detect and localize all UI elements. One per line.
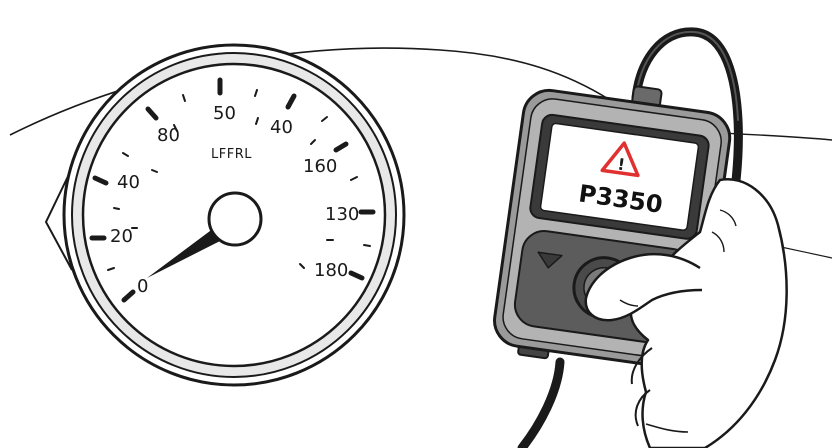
gauge-brand-label: LFFRL (211, 147, 252, 162)
hand-thumb (584, 252, 703, 322)
hand (584, 177, 788, 448)
gauge-label-80: 80 (157, 125, 180, 146)
hand-finger-2 (634, 389, 651, 427)
warning-triangle-icon (600, 141, 640, 178)
gauge-label-180: 180 (314, 260, 348, 281)
scanner-cable-top-highlight (635, 30, 739, 121)
hand-palm (629, 177, 788, 448)
gauge-hub (207, 191, 263, 247)
gauge-needle (147, 228, 222, 278)
gauge-label-40-right: 40 (270, 117, 293, 138)
gauge-major-ticks (89, 77, 376, 303)
speedometer: 0 20 40 80 50 40 160 130 180 LFFRL (62, 43, 406, 387)
gauge-minor-ticks (107, 89, 371, 271)
hand-knuckle-lines (619, 209, 737, 307)
gauge-label-20: 20 (110, 226, 133, 247)
gauge-label-130: 130 (325, 204, 359, 225)
gauge-hood (44, 167, 73, 271)
gauge-label-0: 0 (137, 276, 148, 297)
scanner-left-button-icon[interactable] (536, 251, 563, 269)
scanner-screen (539, 122, 700, 231)
hand-finger-1 (630, 347, 653, 385)
hand-finger-3 (645, 423, 689, 433)
warning-mark: ! (616, 155, 626, 175)
gauge-label-160: 160 (303, 156, 337, 177)
gauge-label-50: 50 (213, 103, 236, 124)
gauge-label-40-left: 40 (117, 172, 140, 193)
scanner-cable-bottom (517, 357, 565, 448)
